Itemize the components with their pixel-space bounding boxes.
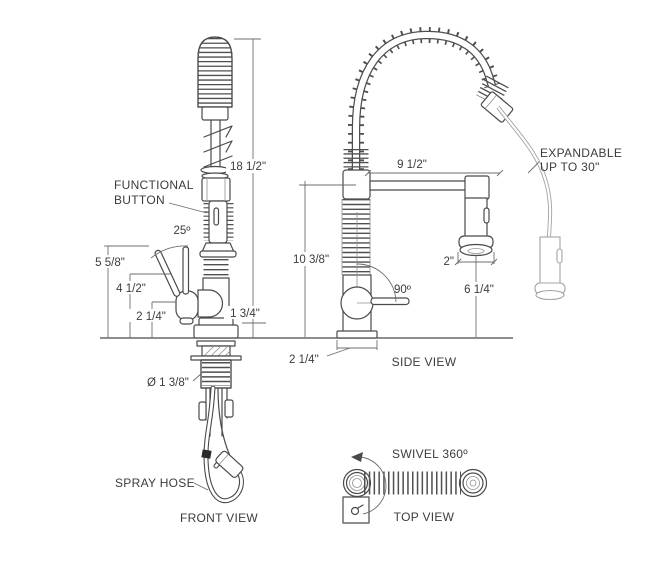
label-spray-hose: SPRAY HOSE (115, 476, 195, 490)
front-view-drawing (154, 36, 244, 504)
handle-lever-vertical (182, 246, 190, 295)
dim-hub-height: 2 1/4" (136, 311, 166, 323)
dim-sprayer-width: 2" (444, 256, 454, 268)
dim-spout-offset: 1 3/4" (230, 308, 260, 320)
side-view-drawing (336, 26, 514, 339)
front-dimensions: 5 5/8" 4 1/2" 2 1/4" 18 1/2" 1 3/4" 25º … (88, 38, 271, 491)
dim-handle-height: 5 5/8" (95, 257, 125, 269)
expandable-spray-drawing (496, 105, 566, 301)
swivel-arrow-icon (351, 452, 387, 515)
side-dimensions: 9 1/2" 10 3/8" 90º 2" 6 1/4" 2 1/4" (286, 159, 504, 366)
dim-handle-swing: 90º (394, 284, 412, 296)
top-handle-box (342, 496, 370, 524)
dim-spout-height: 10 3/8" (293, 254, 329, 266)
diagram-labels: FUNCTIONAL BUTTON SPRAY HOSE FRONT VIEW … (114, 146, 622, 525)
dim-handle-angle: 25º (174, 225, 192, 237)
label-functional-button-line1: FUNCTIONAL (114, 178, 194, 192)
top-view-drawing (342, 452, 488, 524)
label-functional-button-line2: BUTTON (114, 193, 165, 207)
spray-hose-drawing (201, 385, 244, 504)
sprayer-head (458, 197, 494, 257)
dim-sprayer-height: 6 1/4" (464, 284, 494, 296)
dim-overall-height: 18 1/2" (230, 161, 266, 173)
label-swivel: SWIVEL 360º (392, 447, 468, 461)
label-front-view: FRONT VIEW (180, 511, 258, 525)
functional-button (213, 207, 220, 226)
dim-spout-reach: 9 1/2" (397, 159, 427, 171)
dim-mid-height: 4 1/2" (116, 283, 146, 295)
label-expandable-line2: UP TO 30" (540, 160, 600, 174)
label-side-view: SIDE VIEW (392, 355, 457, 369)
label-top-view: TOP VIEW (394, 510, 455, 524)
handle-top-icon (350, 504, 364, 516)
label-expandable-line1: EXPANDABLE (540, 146, 622, 160)
dim-base-width: 2 1/4" (289, 354, 319, 366)
upper-spiral (203, 119, 233, 171)
handle-lever-tilted (154, 249, 181, 297)
dim-shank-diameter: Ø 1 3/8" (147, 377, 189, 389)
side-handle (370, 297, 410, 306)
